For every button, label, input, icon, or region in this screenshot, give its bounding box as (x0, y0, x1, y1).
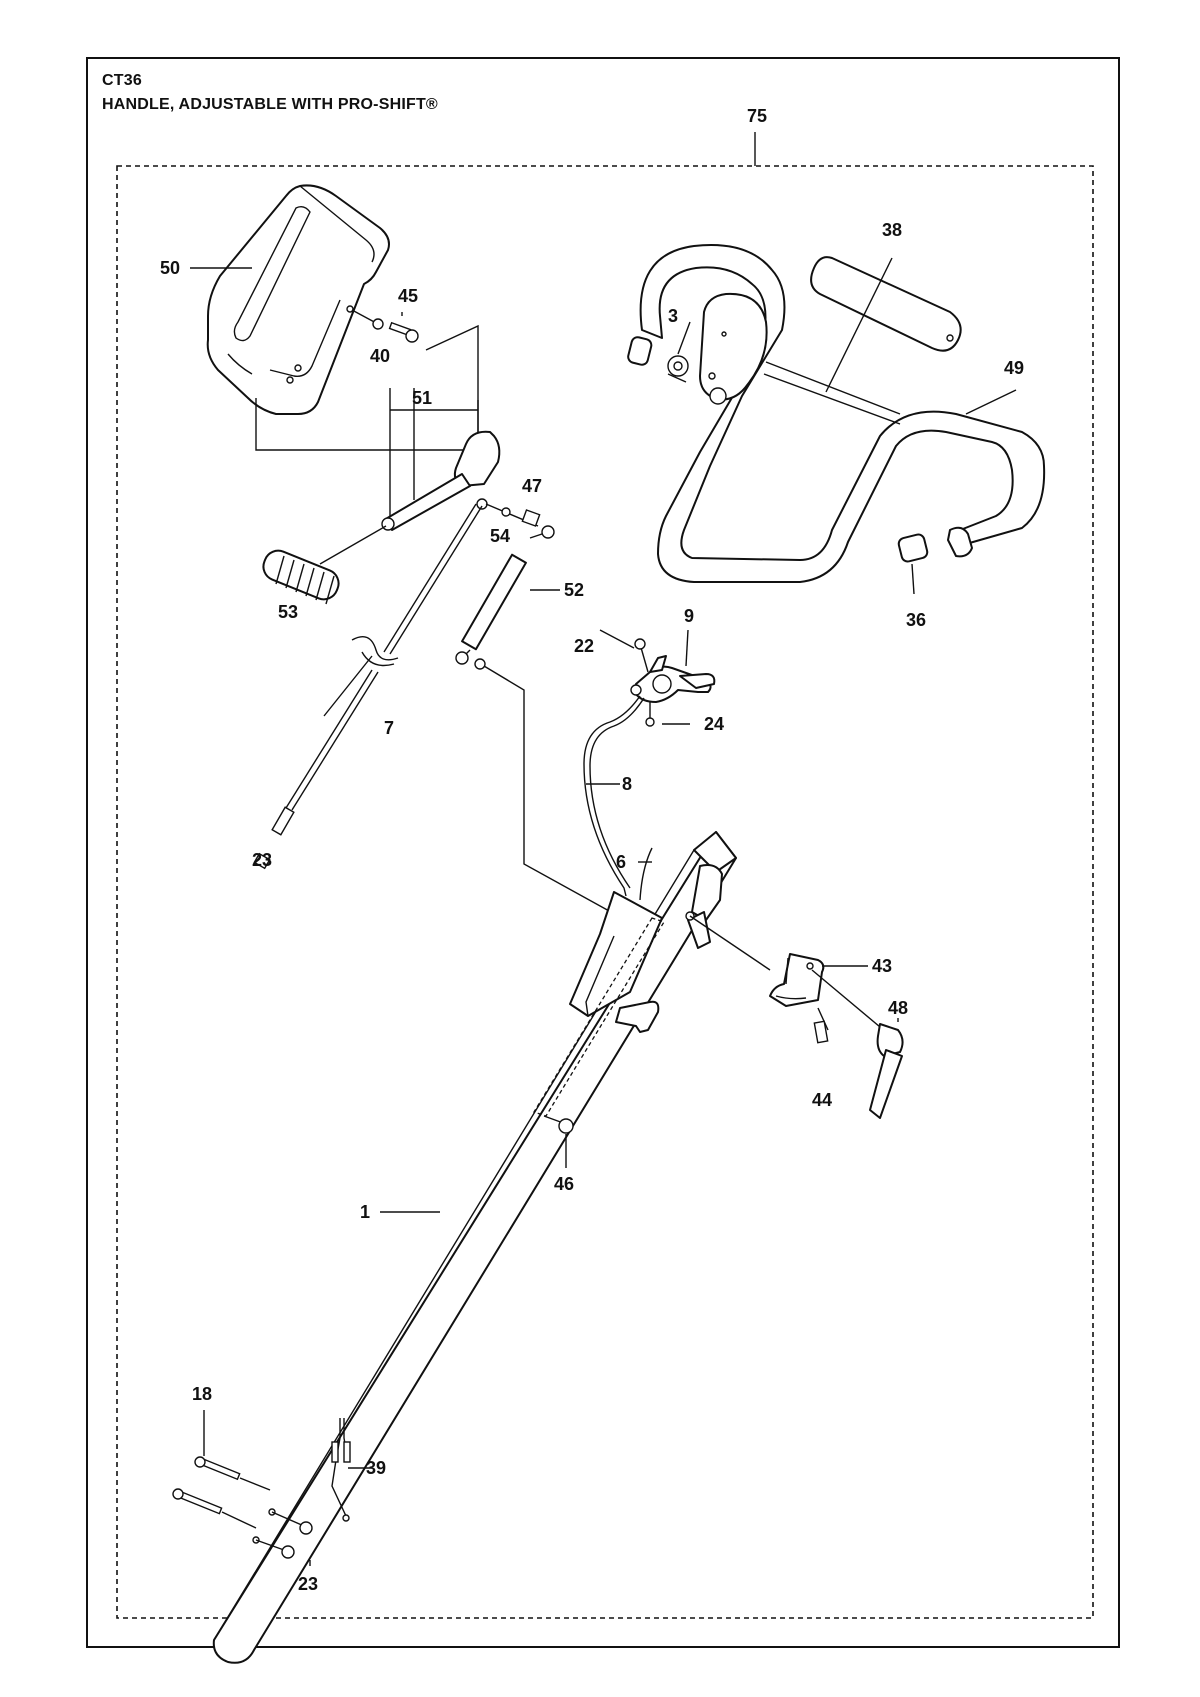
callout-49: 49 (1004, 358, 1024, 378)
callout-23-lower: 23 (298, 1574, 318, 1594)
callout-3: 3 (668, 306, 678, 326)
callout-8: 8 (622, 774, 632, 794)
part-clamp (769, 953, 904, 1119)
part-wire-harness (331, 1418, 351, 1522)
callout-22: 22 (574, 636, 594, 656)
diagram-code: CT36 (102, 72, 142, 89)
callout-54: 54 (490, 526, 510, 546)
part-lever-assembly (381, 388, 501, 531)
part-screw-washer (351, 309, 419, 343)
callout-44: 44 (812, 1090, 832, 1110)
part-grip (262, 525, 387, 605)
callout-38: 38 (882, 220, 902, 240)
part-grip-tube (810, 256, 962, 393)
part-plate (627, 292, 768, 405)
callout-47: 47 (522, 476, 542, 496)
callout-1: 1 (360, 1202, 370, 1222)
part-main-tube (212, 831, 771, 1664)
callout-39: 39 (366, 1458, 386, 1478)
part-shift-lever (630, 638, 716, 727)
callout-9: 9 (684, 606, 694, 626)
callout-45: 45 (398, 286, 418, 306)
callout-7: 7 (384, 718, 394, 738)
callout-46: 46 (554, 1174, 574, 1194)
callout-40: 40 (370, 346, 390, 366)
callout-43: 43 (872, 956, 892, 976)
callout-51: 51 (412, 388, 432, 408)
part-shift-cable (583, 695, 641, 897)
callout-53: 53 (278, 602, 298, 622)
part-bolts (172, 1456, 271, 1529)
part-cable (253, 503, 483, 870)
callout-6: 6 (616, 852, 626, 872)
diagram-title: HANDLE, ADJUSTABLE WITH PRO-SHIFT® (102, 96, 438, 113)
part-lower-nuts (252, 1508, 313, 1559)
part-end-cap (897, 526, 973, 563)
callout-48: 48 (888, 998, 908, 1018)
callout-50: 50 (160, 258, 180, 278)
part-cover (206, 184, 390, 415)
part-nut (543, 1115, 574, 1134)
callout-23: 23 (252, 850, 272, 870)
assembly-boundary (116, 165, 1094, 1619)
diagram-frame (86, 57, 1120, 1648)
callout-18: 18 (192, 1384, 212, 1404)
part-screw-nut (485, 503, 541, 527)
callout-52: 52 (564, 580, 584, 600)
callout-36: 36 (906, 610, 926, 630)
part-gas-spring (455, 525, 641, 929)
callout-24: 24 (704, 714, 724, 734)
callout-75: 75 (747, 106, 767, 126)
